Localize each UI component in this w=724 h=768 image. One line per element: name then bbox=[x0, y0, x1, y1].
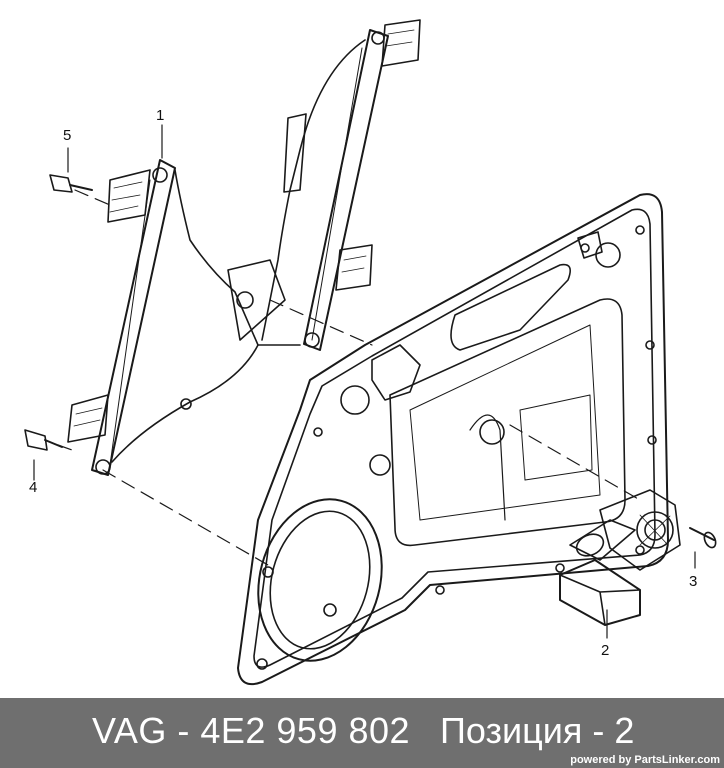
window-motor bbox=[559, 489, 681, 626]
callout-2: 2 bbox=[601, 642, 609, 659]
parts-diagram: 1 5 4 3 2 bbox=[24, 19, 717, 686]
rivet-lower bbox=[24, 429, 63, 451]
callout-leaders bbox=[33, 124, 696, 639]
part-number-label: VAG - 4E2 959 802 bbox=[92, 710, 411, 751]
window-regulator bbox=[67, 19, 421, 476]
callout-labels: 1 5 4 3 2 bbox=[29, 107, 697, 659]
powered-by-link[interactable]: powered by PartsLinker.com bbox=[570, 754, 720, 766]
door-inner-panel bbox=[237, 193, 669, 686]
rivet-upper bbox=[49, 174, 93, 193]
callout-3: 3 bbox=[689, 573, 697, 590]
footer-bar: VAG - 4E2 959 802 Позиция - 2 powered by… bbox=[0, 698, 724, 768]
screw bbox=[689, 527, 717, 549]
callout-5: 5 bbox=[63, 127, 71, 144]
callout-4: 4 bbox=[29, 479, 37, 496]
callout-1: 1 bbox=[156, 107, 164, 124]
position-label: Позиция - 2 bbox=[440, 710, 635, 751]
assembly-dash-lines bbox=[57, 189, 641, 566]
